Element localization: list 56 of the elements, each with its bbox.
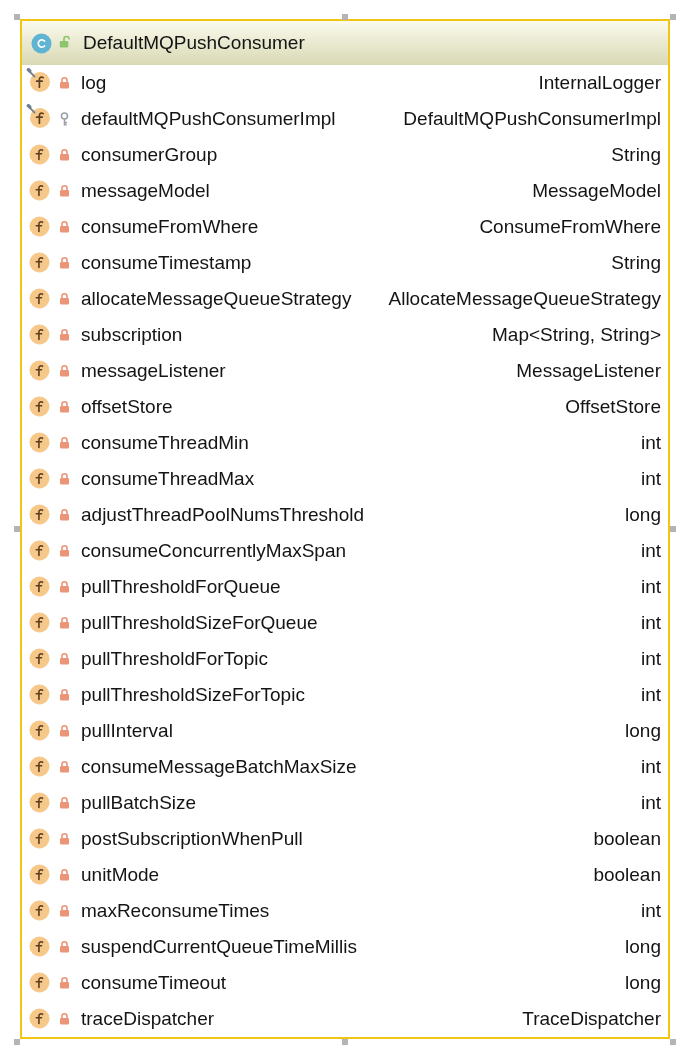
field-name: maxReconsumeTimes: [81, 900, 270, 922]
field-type: ConsumeFromWhere: [479, 216, 661, 238]
field-name: log: [81, 72, 107, 94]
field-name: pullThresholdSizeForTopic: [81, 684, 305, 706]
field-type: long: [625, 720, 661, 742]
field-name: traceDispatcher: [81, 1008, 215, 1030]
field-type: int: [640, 900, 661, 922]
field-name: consumeThreadMax: [81, 468, 255, 490]
field-name: messageListener: [81, 360, 226, 382]
field-type: boolean: [593, 864, 661, 886]
class-box: [20, 19, 670, 1039]
field-name: pullThresholdForTopic: [81, 648, 268, 670]
field-name: consumeFromWhere: [81, 216, 259, 238]
field-name: subscription: [81, 324, 183, 346]
field-type: long: [625, 504, 661, 526]
field-type: int: [640, 792, 661, 814]
field-name: pullThresholdForQueue: [81, 576, 281, 598]
field-name: consumerGroup: [81, 144, 218, 166]
field-name: pullThresholdSizeForQueue: [81, 612, 318, 634]
field-type: TraceDispatcher: [522, 1008, 661, 1030]
field-type: MessageModel: [532, 180, 661, 202]
field-type: String: [611, 144, 661, 166]
field-type: long: [625, 972, 661, 994]
field-type: int: [640, 432, 661, 454]
field-type: int: [640, 576, 661, 598]
field-type: AllocateMessageQueueStrategy: [388, 288, 661, 310]
field-type: int: [640, 756, 661, 778]
field-type: boolean: [593, 828, 661, 850]
field-name: postSubscriptionWhenPull: [81, 828, 303, 850]
field-name: consumeTimeout: [81, 972, 227, 994]
field-type: Map<String, String>: [492, 324, 661, 346]
field-name: adjustThreadPoolNumsThreshold: [81, 504, 365, 526]
field-type: InternalLogger: [538, 72, 661, 94]
field-type: int: [640, 648, 661, 670]
field-type: long: [625, 936, 661, 958]
field-name: consumeThreadMin: [81, 432, 249, 454]
field-name: suspendCurrentQueueTimeMillis: [81, 936, 357, 958]
field-type: int: [640, 540, 661, 562]
field-type: int: [640, 468, 661, 490]
field-type: int: [640, 684, 661, 706]
field-name: offsetStore: [81, 396, 173, 418]
class-name: DefaultMQPushConsumer: [83, 32, 305, 54]
field-type: DefaultMQPushConsumerImpl: [403, 108, 661, 130]
field-name: messageModel: [81, 180, 210, 202]
field-name: pullInterval: [81, 720, 173, 742]
field-type: int: [640, 612, 661, 634]
field-type: String: [611, 252, 661, 274]
field-type: MessageListener: [516, 360, 661, 382]
field-name: consumeConcurrentlyMaxSpan: [81, 540, 347, 562]
field-name: consumeTimestamp: [81, 252, 252, 274]
field-type: OffsetStore: [565, 396, 661, 418]
field-name: pullBatchSize: [81, 792, 197, 814]
field-name: consumeMessageBatchMaxSize: [81, 756, 357, 778]
field-name: defaultMQPushConsumerImpl: [81, 108, 336, 130]
field-name: unitMode: [81, 864, 160, 886]
field-name: allocateMessageQueueStrategy: [81, 288, 352, 310]
